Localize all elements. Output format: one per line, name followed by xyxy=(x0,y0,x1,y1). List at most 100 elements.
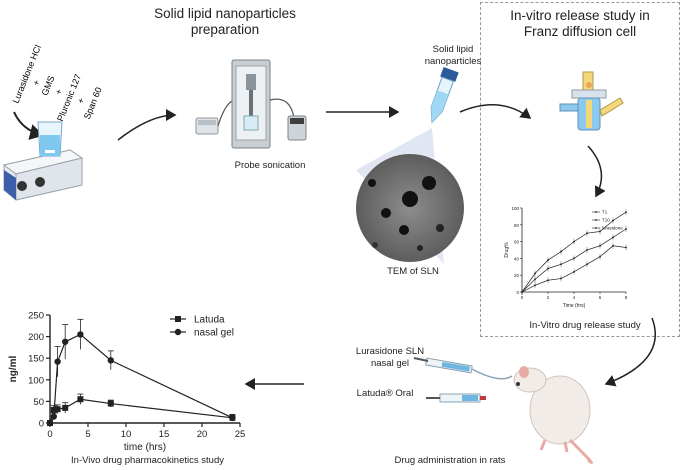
release-x-tick-label: 2 xyxy=(547,295,550,300)
release-point xyxy=(547,259,549,261)
pk-y-tick-label: 250 xyxy=(28,311,44,322)
release-legend-marker xyxy=(595,219,597,221)
pk-point-nasal-gel xyxy=(107,357,115,364)
sln-gel-label-line2: nasal gel xyxy=(370,358,410,369)
release-point xyxy=(586,263,588,266)
pk-point-nasal-gel xyxy=(46,419,54,427)
pk-y-tick-label: 200 xyxy=(28,332,44,343)
pk-x-tick-label: 10 xyxy=(121,429,132,440)
rat-icon xyxy=(513,366,593,464)
pk-legend-marker xyxy=(174,328,182,336)
release-x-tick-label: 6 xyxy=(599,295,602,300)
hotplate-stirrer-icon xyxy=(2,121,84,201)
probe-sonication-caption: Probe sonication xyxy=(234,160,306,171)
release-point xyxy=(573,257,575,260)
franz-cell-icon xyxy=(559,71,624,131)
sln-tube-caption: Solid lipid nanoparticles xyxy=(408,44,498,68)
sln-tube-caption-line1: Solid lipid xyxy=(432,44,474,55)
release-point xyxy=(560,263,562,266)
ingredient-plus-1: + xyxy=(31,78,42,87)
release-point xyxy=(573,270,575,273)
pk-x-tick-label: 20 xyxy=(197,429,208,440)
release-y-label: Drug% xyxy=(504,242,510,258)
invitro-title-line2: Franz diffusion cell xyxy=(523,24,637,39)
pk-y-tick-label: 50 xyxy=(33,397,44,408)
pk-legend-label: nasal gel xyxy=(194,328,234,339)
release-point xyxy=(534,284,536,287)
release-point xyxy=(625,211,627,214)
release-legend-marker xyxy=(595,211,597,213)
release-y-tick-label: 40 xyxy=(514,256,520,261)
pk-point-latuda xyxy=(62,404,69,411)
pk-x-tick-label: 15 xyxy=(159,429,170,440)
release-x-tick-label: 0 xyxy=(521,295,524,300)
release-x-tick-label: 4 xyxy=(573,295,576,300)
release-point xyxy=(612,236,614,239)
pk-point-nasal-gel xyxy=(77,331,84,338)
arrow-to-sonicator xyxy=(117,109,177,141)
release-legend-label: T1 xyxy=(602,210,608,215)
pk-study-caption: In-Vivo drug pharmacokinetics study xyxy=(71,455,224,466)
latuda-oral-label: Latuda® Oral xyxy=(356,388,414,399)
release-point xyxy=(573,240,575,243)
pk-point-latuda xyxy=(54,406,61,413)
pk-y-tick-label: 0 xyxy=(39,419,44,430)
release-legend-marker xyxy=(595,227,597,229)
release-x-tick-label: 8 xyxy=(625,295,628,300)
release-point xyxy=(560,277,562,280)
sln-tube-icon xyxy=(430,67,459,124)
ingredient-plus-2: + xyxy=(53,87,64,96)
release-point xyxy=(586,249,588,251)
preparation-title: Solid lipid nanoparticles preparation xyxy=(120,6,330,38)
release-point xyxy=(599,244,601,247)
release-series-line xyxy=(521,211,627,293)
invitro-release-caption: In-Vitro drug release study xyxy=(529,320,641,331)
arrow-to-rat xyxy=(604,317,656,387)
pk-x-tick-label: 0 xyxy=(47,429,52,440)
invitro-panel-border xyxy=(480,2,680,337)
pk-x-tick-label: 25 xyxy=(235,429,246,440)
release-point xyxy=(586,232,588,235)
release-point xyxy=(625,228,627,230)
oral-syringe-icon xyxy=(426,393,486,403)
release-point xyxy=(599,230,601,233)
pk-point-latuda xyxy=(77,396,84,403)
release-x-label: Time (hrs) xyxy=(563,303,586,309)
release-point xyxy=(599,255,601,258)
release-point xyxy=(547,267,549,270)
sln-tube-caption-line2: nanoparticles xyxy=(424,56,482,67)
pk-legend-marker xyxy=(175,316,181,322)
pk-series-line xyxy=(49,333,233,424)
sln-gel-label: Lurasidone SLN nasal gel xyxy=(350,346,430,370)
ingredient-plus-3: + xyxy=(75,96,86,105)
release-legend-label: T10 xyxy=(602,218,610,223)
release-point xyxy=(521,291,523,293)
invitro-title: In-vitro release study in Franz diffusio… xyxy=(485,8,675,40)
pk-y-tick-label: 150 xyxy=(28,354,44,365)
pk-y-label: ng/ml xyxy=(8,355,19,382)
ingredients-label: Lurasidone HCl + GMS + Pluronic 127 + Sp… xyxy=(11,43,104,122)
tem-image-icon xyxy=(356,154,464,262)
preparation-title-line2: preparation xyxy=(190,22,260,37)
nasal-gel-syringe-icon xyxy=(413,357,513,380)
release-point xyxy=(534,272,536,275)
release-y-tick-label: 100 xyxy=(511,206,519,211)
release-point xyxy=(612,244,614,247)
drug-admin-caption: Drug administration in rats xyxy=(394,455,506,466)
release-y-tick-label: 20 xyxy=(514,273,520,278)
preparation-title-line1: Solid lipid nanoparticles xyxy=(154,6,296,21)
release-point xyxy=(547,279,549,282)
sln-gel-label-line1: Lurasidone SLN xyxy=(355,346,425,357)
release-y-tick-label: 80 xyxy=(514,223,520,228)
invitro-title-line1: In-vitro release study in xyxy=(510,8,650,23)
pk-x-tick-label: 5 xyxy=(85,429,90,440)
arrow-to-franz-cell xyxy=(459,104,532,119)
pk-point-nasal-gel xyxy=(54,358,61,365)
pk-point-nasal-gel xyxy=(229,414,236,422)
pk-series-line xyxy=(49,398,233,424)
ingredient-1: Lurasidone HCl xyxy=(11,43,44,104)
release-point xyxy=(560,250,562,253)
